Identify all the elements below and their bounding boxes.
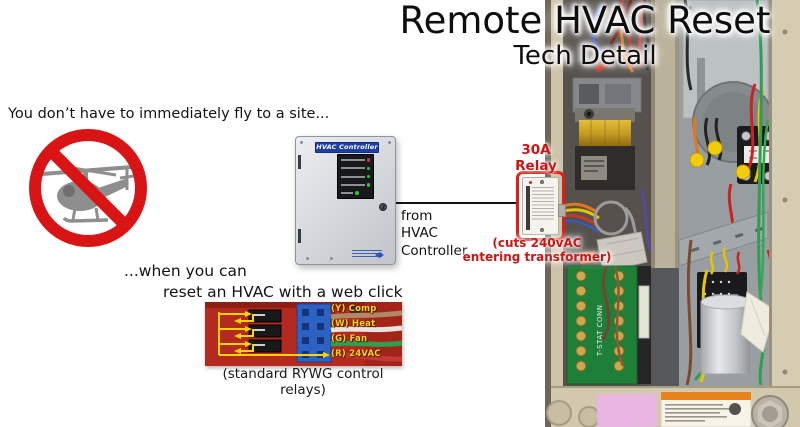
hvac-panel-photo: T-STAT CONN <box>545 0 800 427</box>
led-row <box>341 166 370 170</box>
tstat-conn-label: T-STAT CONN <box>596 305 604 357</box>
from-controller-callout: from HVAC Controller <box>401 208 468 259</box>
hvac-controller-image: HVAC Controller <box>295 136 396 265</box>
controller-led-panel <box>337 154 374 199</box>
hinge <box>298 155 301 169</box>
hinge <box>298 229 301 243</box>
relay-note: (cuts 240vAC entering transformer) <box>462 236 612 265</box>
led-row <box>341 174 370 179</box>
controller-brand-text <box>352 250 382 259</box>
controller-to-relay-line <box>391 202 518 204</box>
relay-wire-connector <box>558 204 566 217</box>
wire-label-r-24vac: (R) 24VAC <box>331 349 381 359</box>
when-text-line2: reset an HVAC with a web click <box>163 283 403 301</box>
relay-led <box>529 181 532 184</box>
screw <box>540 180 544 184</box>
relay-brand-band <box>526 186 530 230</box>
brand-diamond-logo <box>375 252 384 258</box>
led-row <box>341 191 370 195</box>
screw <box>306 257 309 260</box>
intro-text: You don’t have to immediately fly to a s… <box>8 106 330 122</box>
wire-label-w-heat: (W) Heat <box>331 319 376 329</box>
rywg-relay-board-photo: (Y) Comp (W) Heat (G) Fan (R) 24VAC <box>205 302 402 366</box>
latch-lock <box>379 203 387 211</box>
screw <box>540 228 544 232</box>
wire-label-g-fan: (G) Fan <box>331 334 368 344</box>
relay-annotation-box <box>516 171 566 241</box>
screw <box>330 257 333 260</box>
title-block: Remote HVAC Reset Tech Detail <box>368 0 800 71</box>
relay-spec-label <box>532 187 554 222</box>
screw <box>388 141 391 144</box>
relay-board-graphic <box>205 302 402 366</box>
led-row <box>341 183 370 187</box>
wire-label-y-comp: (Y) Comp <box>331 304 377 314</box>
relay-board-caption: (standard RYWG control relays) <box>222 366 384 398</box>
page-subtitle: Tech Detail <box>513 40 657 71</box>
controller-nameplate: HVAC Controller <box>315 142 379 153</box>
led-row <box>341 158 370 162</box>
relay-callout: 30A Relay <box>515 142 557 174</box>
page-title: Remote HVAC Reset <box>399 0 771 42</box>
screw <box>300 141 303 144</box>
relay-device <box>522 177 566 235</box>
no-helicopter-icon <box>29 129 147 247</box>
when-text-line1: ...when you can <box>124 262 247 280</box>
